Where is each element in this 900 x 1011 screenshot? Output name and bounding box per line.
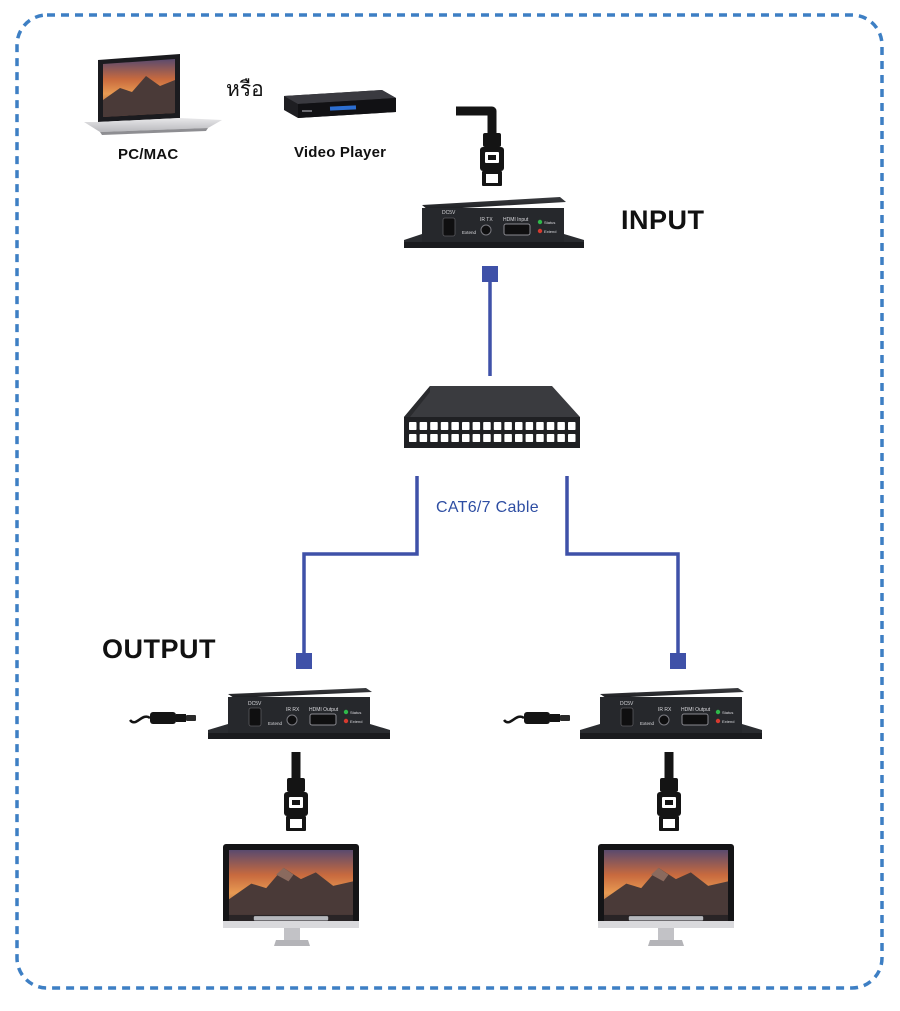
switch-port bbox=[462, 422, 470, 430]
switch-port bbox=[536, 422, 544, 430]
tx-power-text: DC5V bbox=[442, 210, 456, 216]
rx-right-ir-text: IR RX bbox=[658, 707, 672, 713]
rx-right-led-bottom-text: Extend bbox=[722, 719, 734, 724]
power-plug-left-icon bbox=[128, 710, 198, 726]
switch-port bbox=[440, 422, 449, 430]
dashed-border bbox=[15, 13, 884, 990]
rx-right-ir-sub-text: Extend bbox=[640, 721, 655, 726]
cat-cable-lines bbox=[302, 280, 680, 656]
video-player-icon bbox=[284, 90, 396, 118]
switch-port bbox=[525, 434, 534, 442]
network-switch-icon bbox=[404, 386, 580, 448]
switch-port bbox=[409, 422, 417, 430]
rx-left-ir-sub-text: Extend bbox=[268, 721, 283, 726]
output-right-cable-connector bbox=[670, 653, 686, 669]
tx-led-top-text: Status bbox=[544, 220, 555, 225]
rx-right-hdmi-text: HDMI Output bbox=[681, 707, 711, 713]
switch-port bbox=[493, 422, 502, 430]
switch-port bbox=[419, 422, 428, 430]
switch-port bbox=[515, 422, 523, 430]
output-left-cable-connector bbox=[296, 653, 312, 669]
or-label: หรือ bbox=[226, 78, 264, 101]
laptop-icon bbox=[84, 54, 222, 135]
receiver-right-device-icon bbox=[580, 688, 762, 739]
output-label: OUTPUT bbox=[102, 634, 216, 664]
switch-port bbox=[430, 422, 438, 430]
switch-port bbox=[515, 434, 523, 442]
switch-port bbox=[546, 422, 555, 430]
switch-port bbox=[462, 434, 470, 442]
switch-port bbox=[568, 434, 576, 442]
cable-label: CAT6/7 Cable bbox=[436, 499, 539, 516]
switch-port bbox=[419, 434, 428, 442]
output-left-hdmi-cable-icon bbox=[284, 752, 308, 831]
rx-left-hdmi-text: HDMI Output bbox=[309, 707, 339, 713]
switch-port bbox=[546, 434, 555, 442]
rx-left-led-bottom-text: Extend bbox=[350, 719, 362, 724]
monitor-left-icon bbox=[223, 844, 359, 946]
switch-port bbox=[409, 434, 417, 442]
switch-port bbox=[557, 434, 565, 442]
output-right-hdmi-cable-icon bbox=[657, 752, 681, 831]
input-cable-connector bbox=[482, 266, 498, 282]
rx-left-ir-text: IR RX bbox=[286, 707, 300, 713]
transmitter-device-icon bbox=[404, 197, 584, 248]
tx-hdmi-text: HDMI Input bbox=[503, 217, 529, 223]
input-label: INPUT bbox=[621, 205, 705, 235]
switch-port bbox=[568, 422, 576, 430]
power-plug-right-icon bbox=[502, 710, 572, 726]
switch-port bbox=[525, 422, 534, 430]
switch-port bbox=[451, 422, 459, 430]
switch-port bbox=[483, 434, 491, 442]
tx-ir-sub-text: Extend bbox=[462, 230, 477, 235]
rx-left-led-top-text: Status bbox=[350, 710, 361, 715]
switch-port bbox=[493, 434, 502, 442]
rx-left-power-text: DC5V bbox=[248, 701, 262, 707]
switch-port bbox=[557, 422, 565, 430]
switch-port bbox=[472, 422, 481, 430]
tx-ir-text: IR TX bbox=[480, 217, 493, 223]
pc-mac-label: PC/MAC bbox=[118, 146, 179, 163]
switch-port bbox=[504, 422, 512, 430]
switch-port bbox=[504, 434, 512, 442]
input-hdmi-cable-icon bbox=[456, 106, 504, 186]
monitor-right-icon bbox=[598, 844, 734, 946]
switch-port bbox=[472, 434, 481, 442]
rx-right-power-text: DC5V bbox=[620, 701, 634, 707]
switch-port bbox=[430, 434, 438, 442]
switch-port bbox=[440, 434, 449, 442]
switch-port bbox=[451, 434, 459, 442]
switch-port bbox=[483, 422, 491, 430]
receiver-left-device-icon bbox=[208, 688, 390, 739]
tx-led-bottom-text: Extend bbox=[544, 229, 556, 234]
video-player-label: Video Player bbox=[294, 144, 387, 161]
rx-right-led-top-text: Status bbox=[722, 710, 733, 715]
switch-port bbox=[536, 434, 544, 442]
